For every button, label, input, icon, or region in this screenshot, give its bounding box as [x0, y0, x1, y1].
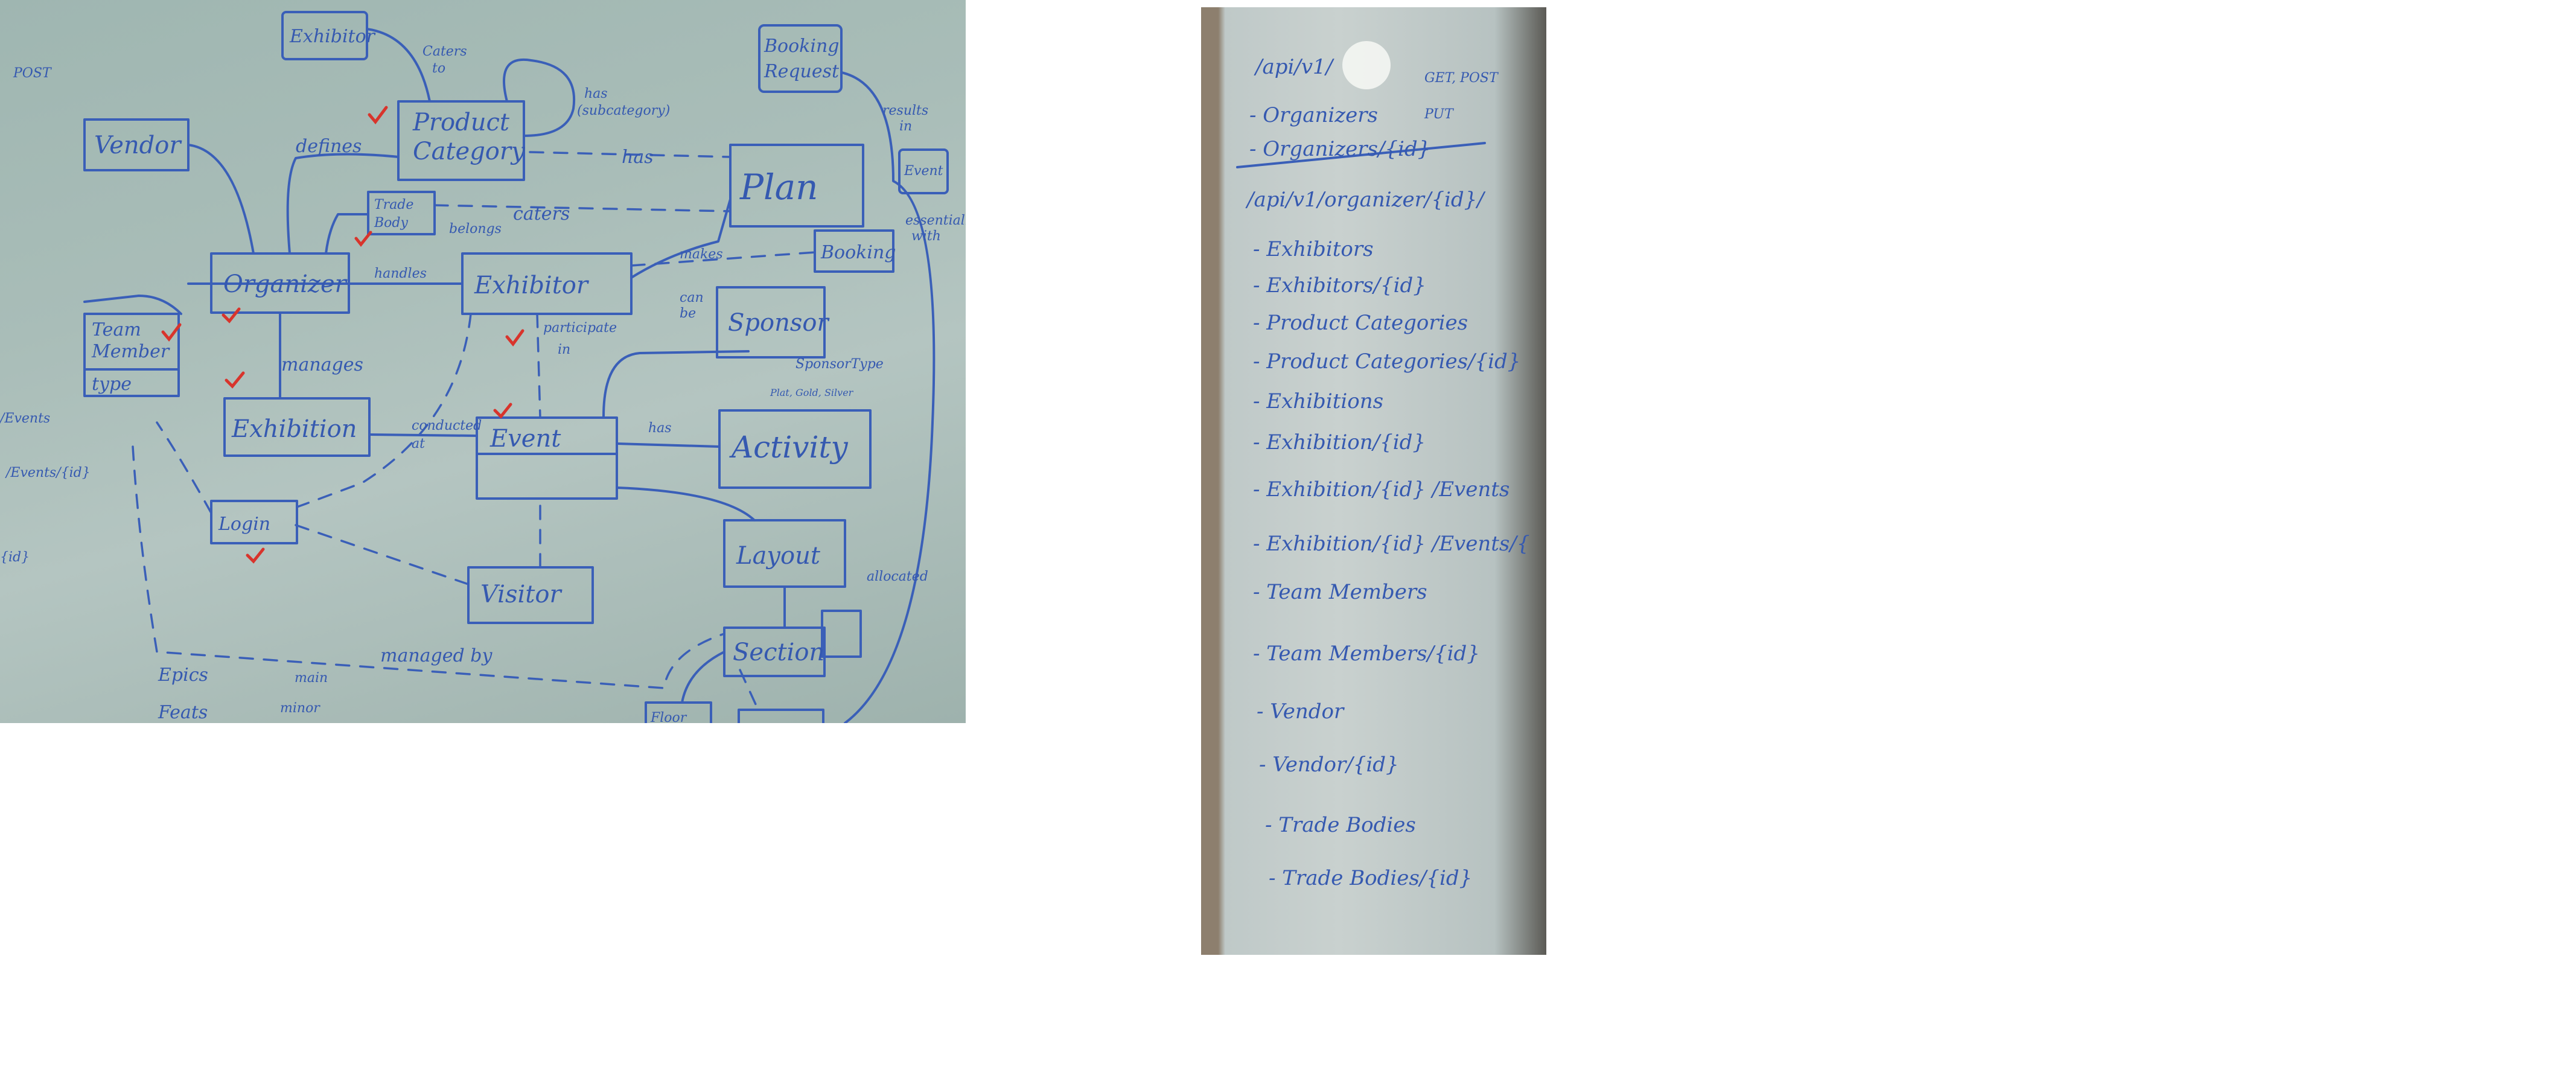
diagram-relationship-labels: Caters to has (subcategory) results in d…: [0, 44, 966, 723]
label-sponsor-type: SponsorType: [795, 357, 884, 372]
label-participate-in-2: in: [558, 342, 570, 357]
label-has-subcategory-2: (subcategory): [577, 103, 670, 118]
label-minor: minor: [280, 701, 320, 716]
label-essentially-with-1: essentially: [905, 213, 966, 228]
label-can-be-1: can: [680, 290, 704, 305]
label-caters-to-1: Caters: [422, 44, 467, 59]
box-section: Section: [733, 639, 824, 666]
box-event-top-right: Event: [904, 164, 943, 179]
box-exhibitor-top: Exhibitor: [289, 26, 376, 47]
label-can-be-2: be: [680, 306, 696, 321]
label-conducted-at-1: conducted: [412, 418, 482, 433]
box-booking-request-2: Request: [764, 61, 840, 82]
api-line-11: - Exhibition/{id}: [1253, 430, 1426, 454]
label-epics: Epics: [158, 665, 208, 686]
label-manages: manages: [281, 354, 363, 375]
box-login: Login: [218, 514, 270, 535]
whiteboard-photo-diagram: Exhibitor Booking Request Event Vendor P…: [0, 0, 966, 723]
box-product-category-1: Product: [412, 109, 510, 136]
api-line-13: - Exhibition/{id} /Events/{: [1253, 532, 1529, 556]
label-has-activity: has: [648, 421, 672, 436]
api-line-19: - Trade Bodies/{id}: [1269, 866, 1472, 890]
box-trade-body-2: Body: [374, 215, 408, 231]
box-vendor: Vendor: [94, 132, 182, 159]
box-exhibition: Exhibition: [231, 415, 357, 443]
box-organizer: Organizer: [223, 270, 348, 298]
box-booking: Booking: [820, 242, 896, 263]
api-line-0: /api/v1/: [1254, 55, 1335, 79]
label-has-subcategory-1: has: [584, 86, 608, 101]
api-line-10: - Exhibitions: [1253, 389, 1383, 413]
diagram-box-labels: Exhibitor Booking Request Event Vendor P…: [91, 26, 943, 723]
box-event: Event: [489, 425, 561, 453]
label-caters: caters: [513, 203, 570, 225]
api-line-3: PUT: [1424, 107, 1455, 122]
api-line-8: - Product Categories: [1253, 311, 1468, 335]
label-results-in-2: in: [899, 119, 912, 134]
api-line-14: - Team Members: [1253, 580, 1427, 604]
api-list-drawing: /api/v1/ GET, POST - Organizers PUT - Or…: [1236, 41, 1529, 890]
label-sponsor-type-values: Plat, Gold, Silver: [770, 387, 854, 398]
label-handles: handles: [374, 266, 427, 281]
label-makes: makes: [680, 247, 723, 262]
box-floor: Floor: [650, 710, 687, 723]
api-line-15: - Team Members/{id}: [1253, 642, 1480, 666]
api-line-7: - Exhibitors/{id}: [1253, 273, 1426, 298]
label-features: Feats: [158, 702, 208, 723]
label-edge-events: /Events: [0, 411, 50, 426]
box-activity: Activity: [729, 430, 849, 465]
label-caters-to-2: to: [432, 61, 445, 76]
whiteboard-photo-api-list: /api/v1/ GET, POST - Organizers PUT - Or…: [1201, 7, 1546, 955]
section-divider: [1236, 142, 1486, 168]
api-line-12: - Exhibition/{id} /Events: [1253, 477, 1510, 502]
api-line-1: GET, POST: [1424, 71, 1499, 86]
label-has: has: [622, 147, 654, 168]
api-line-4: - Organizers/{id}: [1249, 137, 1430, 161]
box-booking-request-1: Booking: [764, 36, 839, 57]
api-endpoint-lines: /api/v1/ GET, POST - Organizers PUT - Or…: [1245, 55, 1529, 890]
label-participate-in-1: participate: [543, 320, 617, 336]
box-exhibitor: Exhibitor: [474, 272, 590, 299]
box-trade-body-1: Trade: [374, 197, 413, 212]
api-line-17: - Vendor/{id}: [1259, 753, 1399, 777]
box-visitor: Visitor: [480, 581, 563, 608]
api-line-9: - Product Categories/{id}: [1253, 349, 1520, 374]
box-team-member-1: Team: [92, 319, 141, 340]
box-sponsor: Sponsor: [728, 309, 830, 337]
api-line-5: /api/v1/organizer/{id}/: [1245, 188, 1486, 212]
api-line-6: - Exhibitors: [1253, 237, 1374, 261]
label-essentially-with-2: with: [911, 229, 941, 244]
label-edge-post: POST: [13, 66, 53, 81]
label-main: main: [295, 671, 328, 686]
box-team-member-2: Member: [91, 341, 170, 362]
api-line-18: - Trade Bodies: [1265, 813, 1416, 837]
label-defines: defines: [296, 136, 362, 157]
box-layout: Layout: [736, 542, 821, 570]
label-results-in-1: results: [882, 103, 928, 118]
label-managed-by: managed by: [380, 645, 493, 666]
label-edge-events-id: /Events/{id}: [5, 465, 91, 480]
diagram-connectors: [83, 28, 936, 723]
label-edge-id: {id}: [0, 550, 30, 565]
box-team-member-type: type: [92, 374, 132, 395]
box-product-category-2: Category: [413, 138, 526, 165]
review-check-marks: [161, 106, 524, 564]
label-conducted-at-2: at: [412, 436, 425, 451]
label-belongs: belongs: [449, 222, 502, 237]
diagram-drawing: Exhibitor Booking Request Event Vendor P…: [0, 11, 966, 723]
api-line-16: - Vendor: [1257, 700, 1345, 724]
api-line-2: - Organizers: [1249, 103, 1378, 127]
box-plan: Plan: [739, 167, 818, 208]
label-allocated: allocated: [867, 569, 928, 584]
